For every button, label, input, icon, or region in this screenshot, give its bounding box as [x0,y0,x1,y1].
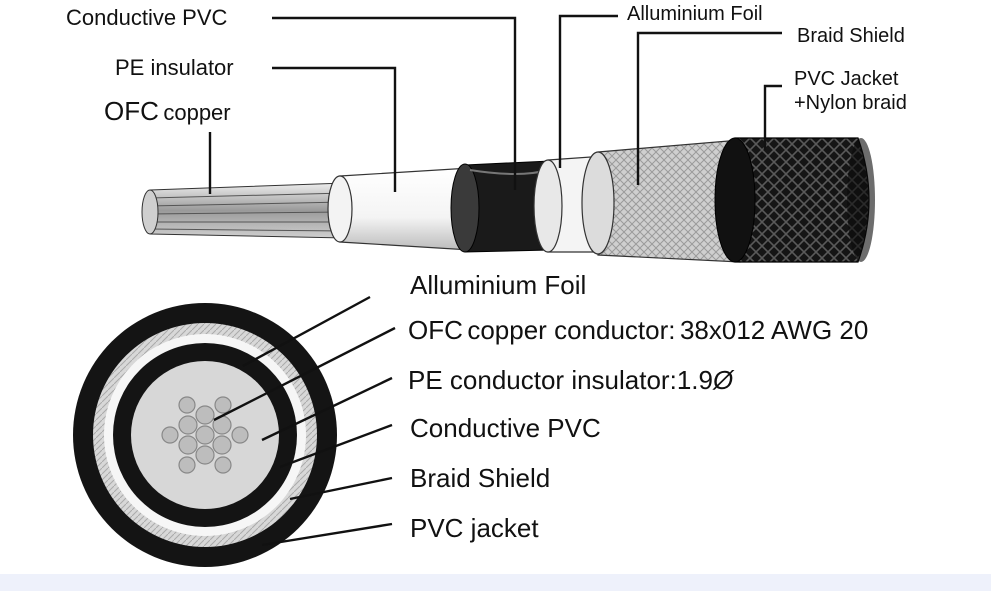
label-conductive-pvc-top: Conductive PVC [66,5,228,30]
ofc-prefix-bottom: OFC [408,315,463,345]
label-pvc-jacket-top-line2: +Nylon braid [794,92,907,114]
label-ofc-copper-top: OFC copper [104,98,231,124]
label-alluminium-foil-bottom: Alluminium Foil [410,270,587,300]
copper-conductors [161,396,249,474]
label-braid-shield-top: Braid Shield [797,25,905,47]
copper-strands [141,182,346,239]
top-leader-lines [208,14,782,194]
label-ofc-conductor-bottom: OFC copper conductor: 38x012 AWG 20 [408,317,868,343]
pe-value-bottom: 1.9 [676,365,713,395]
label-alluminium-foil-top: Alluminium Foil [627,3,763,25]
ofc-text-bottom: copper conductor: [467,315,676,345]
pvc-jacket-segment [714,137,875,263]
label-braid-shield-bottom: Braid Shield [410,463,551,493]
label-pvc-jacket-bottom: PVC jacket [410,513,539,543]
label-conductive-pvc-bottom: Conductive PVC [410,413,601,443]
label-pe-insulator-top: PE insulator [115,55,234,80]
diameter-icon: Ø [712,365,734,395]
pe-text-bottom: PE conductor insulator: [408,365,677,395]
bottom-leader-lines [213,295,396,547]
ofc-value-bottom: 38x012 AWG 20 [679,315,869,345]
pe-insulator-segment [327,167,471,251]
cable-side-view [141,137,875,263]
label-pvc-jacket-top-line1: PVC Jacket [794,68,899,90]
cable-cross-section [73,303,337,567]
bottom-strip [0,574,991,591]
ofc-suffix-top: copper [163,100,231,125]
braid-shield-segment [581,139,741,263]
ofc-prefix-top: OFC [104,96,159,126]
label-pe-insulator-bottom: PE conductor insulator:1.9Ø [408,367,733,393]
